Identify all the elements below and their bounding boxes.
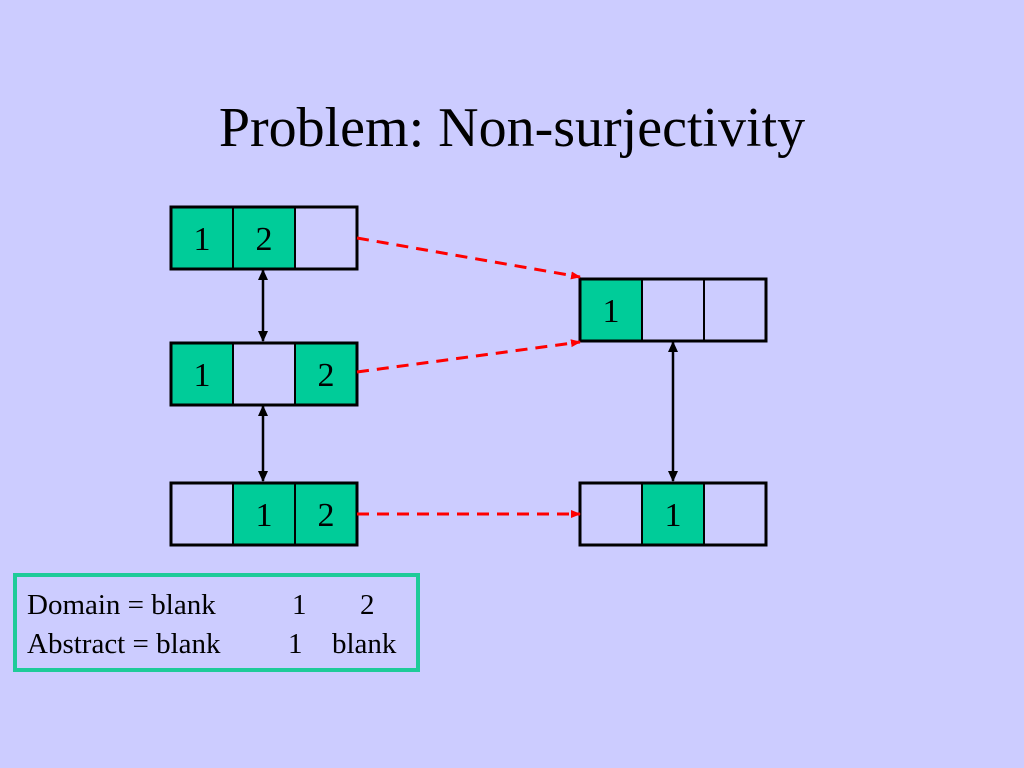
abstract-array-1-cell-2 [642,279,704,341]
abstract-array-1-cell-3 [704,279,766,341]
domain-array-3-cell-1 [171,483,233,545]
mapping-arrow-domain-1-to-abstract-1 [356,236,581,280]
legend-domain-value-1: 1 [292,589,307,621]
domain-array-1-cell-2 [233,207,295,269]
domain-array-2-cell-3-value: 2 [318,357,335,394]
abstract-array-2-cell-2 [642,483,704,545]
legend-box: Domain = blank 1 2 Abstract = blank 1 bl… [13,573,420,672]
domain-array-2-cell-1-value: 1 [194,357,211,394]
domain-array-3-cell-2-value: 1 [256,497,273,534]
legend-abstract-value-1: 1 [288,628,303,660]
abstract-array-2-cell-2-value: 1 [665,497,682,534]
legend-domain-value-2: 2 [360,589,375,621]
domain-array-1-cell-1 [171,207,233,269]
slide-title: Problem: Non-surjectivity [218,97,806,159]
abstract-array-1: 1 [578,277,768,343]
domain-array-3-cell-2 [233,483,295,545]
abstract-array-1-cell-1 [580,279,642,341]
mapping-arrow-domain-2-to-abstract-1 [356,339,581,374]
abstract-array-2-cell-1 [580,483,642,545]
domain-array-3-cell-3-value: 2 [318,497,335,534]
domain-array-2-cell-3 [295,343,357,405]
legend-abstract-value-2: blank [332,628,397,660]
abstract-array-2-cell-3 [704,483,766,545]
legend-abstract-row: Abstract = blank 1 blank [17,628,416,662]
domain-array-1-cell-3 [295,207,357,269]
domain-array-2-cell-2 [233,343,295,405]
legend-abstract-label: Abstract = blank [27,628,221,660]
abstract-array-1-cell-1-value: 1 [603,293,620,330]
domain-array-1-cell-1-value: 1 [194,221,211,258]
abstract-array-2: 1 [578,481,768,547]
legend-domain-label: Domain = blank [27,589,216,621]
legend-domain-row: Domain = blank 1 2 [17,589,416,623]
domain-array-1-cell-2-value: 2 [256,221,273,258]
domain-array-2-cell-1 [171,343,233,405]
domain-array-3-cell-3 [295,483,357,545]
